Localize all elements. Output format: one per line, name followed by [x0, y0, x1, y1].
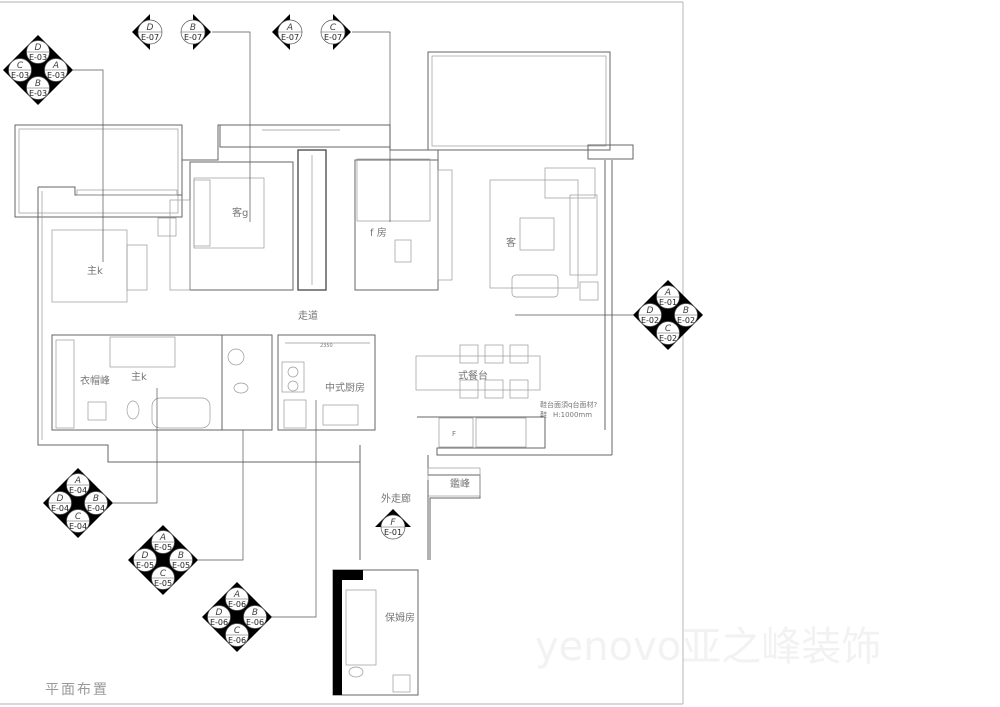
marker-sheet: E-04: [87, 504, 105, 513]
drawing-title: 平面布置: [45, 682, 109, 698]
marker-letter: C: [234, 626, 241, 636]
marker-letter: A: [74, 476, 81, 486]
marker-letter: B: [190, 23, 196, 33]
marker-letter: C: [160, 569, 167, 579]
marker-letter: D: [57, 494, 64, 504]
room-label-master-bedroom: 主k: [87, 265, 103, 277]
leader-lines: [73, 31, 633, 618]
room-labels: 客g f 房 主k 主k 衣帽峰 客 走道 中式厨房 式餐台 外走廊 鑑峰 保姆…: [45, 206, 597, 698]
counter-note-prefix: 鞋: [540, 410, 547, 419]
sheet-frame: [0, 1, 684, 705]
room-label-master-bath: 主k: [131, 371, 147, 383]
kitchen-dimension: 2350: [320, 343, 333, 349]
marker-letter: F: [390, 518, 396, 528]
marker-sheet: E-03: [29, 53, 47, 62]
marker-diamond: [128, 525, 198, 595]
marker-sheet: E-05: [154, 579, 172, 588]
elevation-marker-s2[interactable]: BE-07: [180, 14, 211, 50]
marker-sheet: E-04: [51, 504, 69, 513]
marker-letter: A: [664, 288, 671, 298]
marker-letter: A: [52, 61, 59, 71]
marker-letter: C: [75, 512, 82, 522]
marker-letter: C: [665, 324, 672, 334]
marker-sheet: E-01: [384, 528, 402, 537]
room-label-storage: 鑑峰: [450, 477, 470, 490]
marker-sheet: E-06: [210, 618, 228, 627]
elevation-marker-s1[interactable]: DE-07: [132, 14, 163, 50]
structural-wall: [333, 570, 363, 695]
fridge-label: F: [452, 430, 456, 438]
marker-letter: B: [178, 551, 184, 561]
marker-letter: D: [647, 306, 654, 316]
room-label-outer-corridor: 外走廊: [381, 492, 411, 505]
marker-sheet: E-06: [228, 636, 246, 645]
room-label-f-room: f 房: [370, 226, 387, 239]
room-label-corridor: 走道: [298, 309, 318, 322]
marker-sheet: E-05: [154, 543, 172, 552]
marker-sheet: E-06: [246, 618, 264, 627]
marker-sheet: E-02: [677, 316, 695, 325]
watermark: yenovo亚之峰装饰: [535, 624, 881, 670]
marker-diamond: [633, 280, 703, 350]
marker-sheet: E-07: [324, 33, 342, 42]
marker-letter: C: [330, 23, 337, 33]
room-label-maid-room: 保姆房: [385, 611, 415, 624]
elevation-marker-s5[interactable]: FE-01: [375, 509, 411, 540]
marker-sheet: E-02: [659, 334, 677, 343]
marker-letter: B: [93, 494, 99, 504]
counter-note: 鞋台面須q台面材?: [540, 400, 597, 409]
marker-letter: D: [147, 23, 154, 33]
marker-sheet: E-07: [281, 33, 299, 42]
marker-diamond: [43, 468, 113, 538]
elevation-marker-s3[interactable]: AE-07: [272, 14, 303, 50]
marker-sheet: E-03: [11, 71, 29, 80]
marker-letter: D: [35, 43, 42, 53]
walls: [14, 51, 634, 696]
marker-sheet: E-02: [641, 316, 659, 325]
marker-sheet: E-01: [659, 298, 677, 307]
marker-sheet: E-03: [29, 89, 47, 98]
counter-height: H:1000mm: [553, 411, 592, 419]
marker-sheet: E-05: [136, 561, 154, 570]
marker-letter: C: [17, 61, 24, 71]
marker-letter: B: [35, 79, 41, 89]
marker-sheet: E-04: [69, 486, 87, 495]
elevation-markers: DE-03AE-03BE-03CE-03AE-01BE-02CE-02DE-02…: [3, 14, 703, 652]
marker-letter: A: [159, 533, 166, 543]
marker-sheet: E-06: [228, 600, 246, 609]
marker-letter: A: [233, 590, 240, 600]
room-label-dining: 式餐台: [458, 369, 488, 382]
marker-letter: D: [216, 608, 223, 618]
room-label-living-room: 客: [506, 236, 516, 249]
room-label-kitchen: 中式厨房: [325, 381, 365, 394]
marker-diamond: [202, 582, 272, 652]
marker-diamond: [3, 35, 73, 105]
marker-letter: D: [142, 551, 149, 561]
marker-letter: B: [683, 306, 689, 316]
room-label-walk-in-closet: 衣帽峰: [80, 374, 110, 387]
marker-letter: B: [252, 608, 258, 618]
marker-sheet: E-03: [47, 71, 65, 80]
marker-sheet: E-04: [69, 522, 87, 531]
room-label-guest-room: 客g: [232, 206, 248, 219]
marker-sheet: E-05: [172, 561, 190, 570]
marker-sheet: E-07: [141, 33, 159, 42]
marker-sheet: E-07: [184, 33, 202, 42]
elevation-marker-s4[interactable]: CE-07: [320, 14, 351, 50]
marker-letter: A: [286, 23, 293, 33]
